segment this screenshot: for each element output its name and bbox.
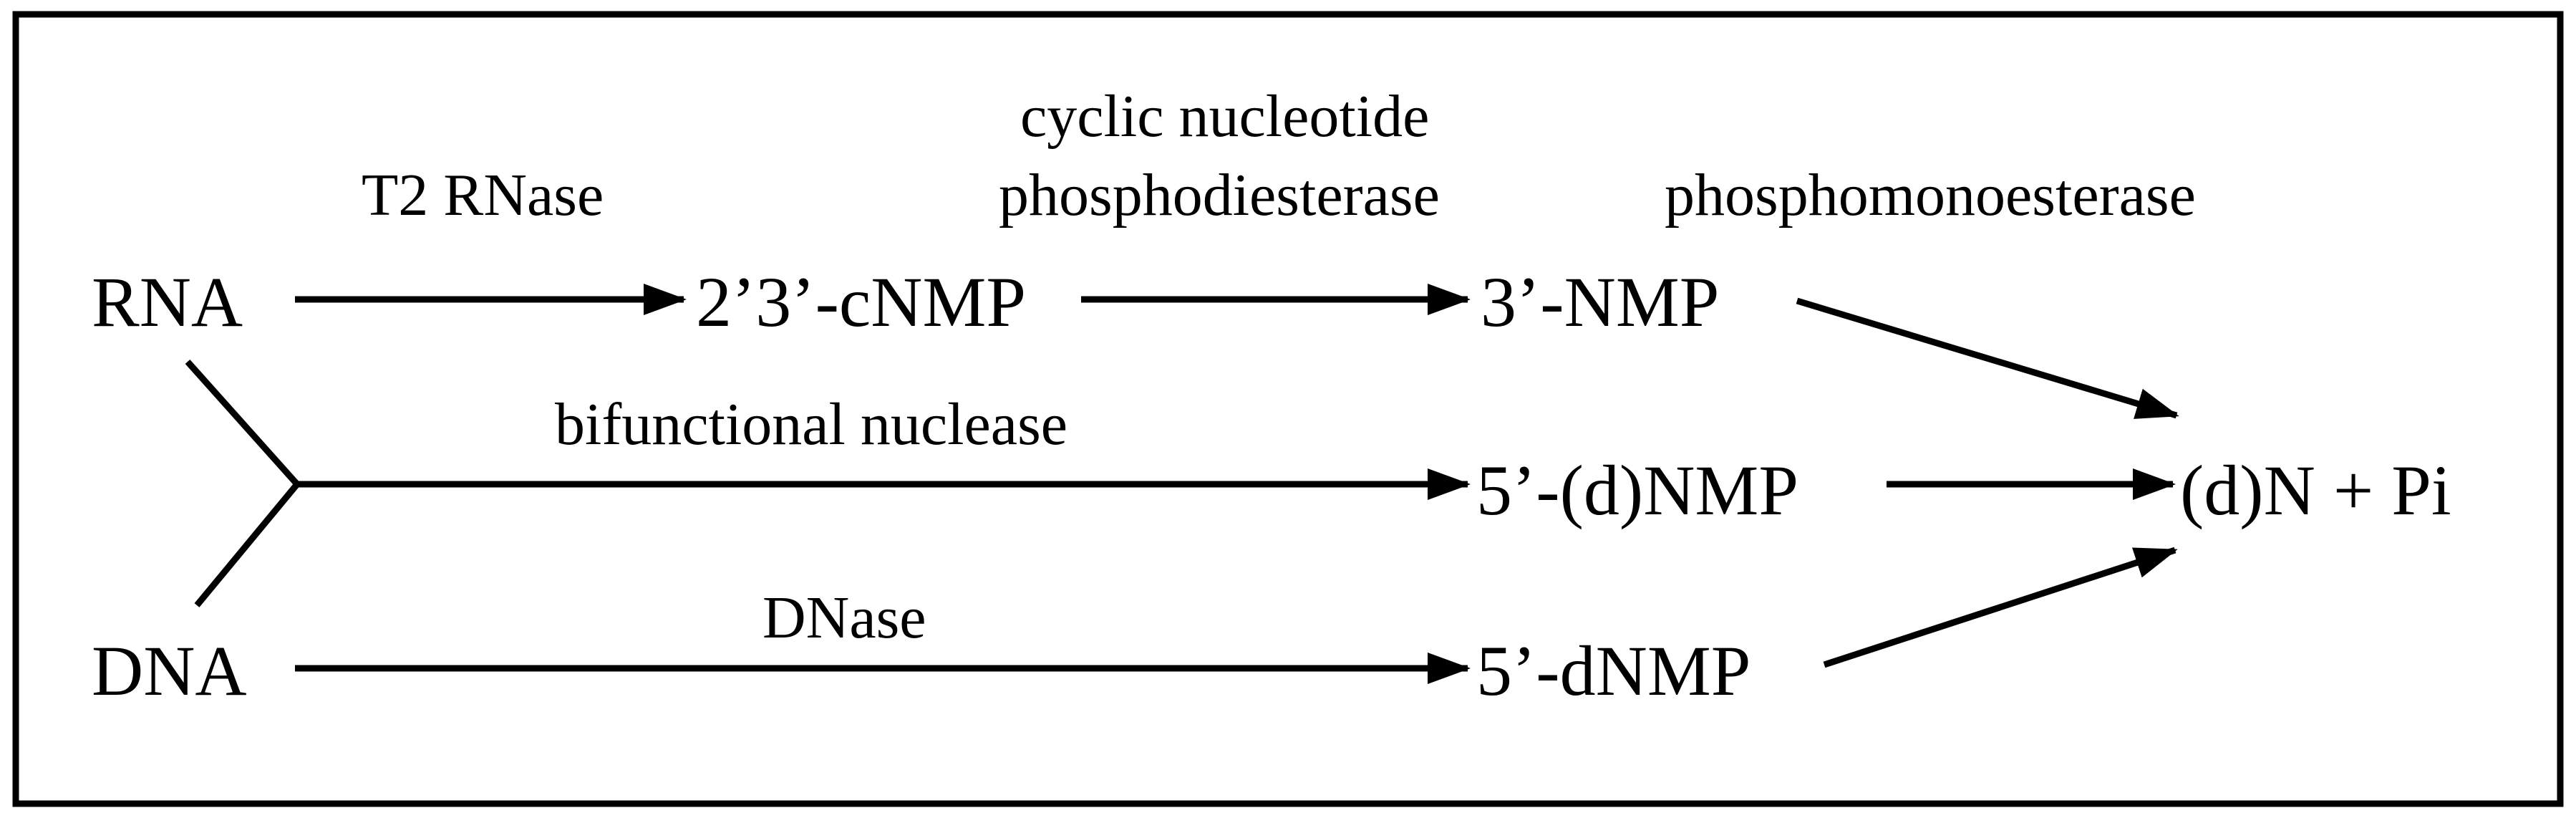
enzyme-phosphomonoesterase: phosphomonoesterase [1665, 162, 2196, 228]
node-2-3-cnmp: 2’3’-cNMP [696, 262, 1026, 342]
junction-dna-branch [194, 482, 300, 607]
arrow-5-dnmp-to-product [1823, 547, 2178, 668]
enzyme-phosphodiesterase-line2: phosphodiesterase [999, 162, 1440, 228]
arrow-3-nmp-to-product [1796, 297, 2179, 419]
node-5-d-nmp: 5’-(d)NMP [1476, 451, 1798, 530]
junction-rna-branch [185, 359, 300, 487]
enzyme-cyclic-nucleotide-line1: cyclic nucleotide [1020, 83, 1429, 150]
enzyme-bifunctional-nuclease: bifunctional nuclease [555, 391, 1067, 458]
enzyme-dnase: DNase [762, 584, 926, 651]
node-5-dnmp: 5’-dNMP [1476, 631, 1751, 711]
node-rna: RNA [92, 262, 243, 342]
diagram-border [12, 11, 2564, 807]
node-3-nmp: 3’-NMP [1481, 262, 1719, 342]
node-product: (d)N + Pi [2180, 451, 2451, 530]
enzyme-t2-rnase: T2 RNase [362, 162, 604, 228]
node-dna: DNA [92, 631, 247, 711]
